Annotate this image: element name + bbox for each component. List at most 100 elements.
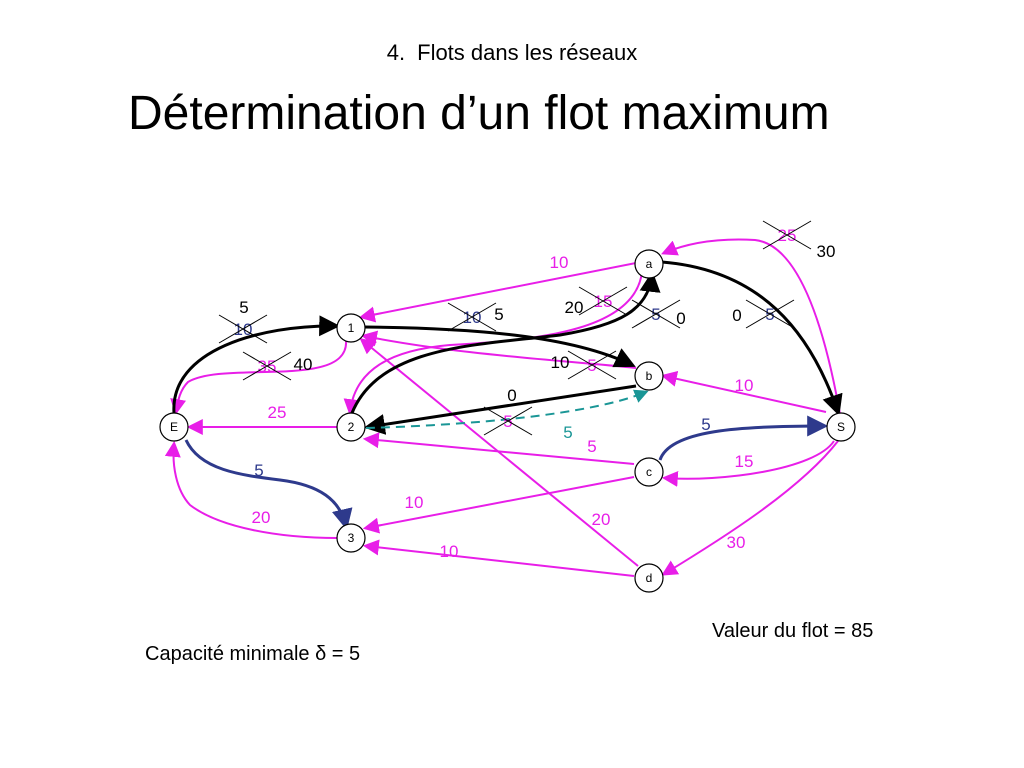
node-label: b [646, 369, 653, 383]
edge-label: 5 [563, 423, 572, 442]
edge-labels: 2530105101052015500535401051005255551551… [218, 220, 836, 561]
edge-label: 30 [727, 533, 746, 552]
cross-mark [578, 286, 628, 316]
delta-symbol: δ [315, 643, 327, 665]
node-circle [336, 412, 366, 442]
node-label: 1 [348, 321, 355, 335]
edge-1-to-E [170, 339, 348, 416]
edge-b-to-1 [360, 330, 637, 369]
cross-mark [631, 299, 681, 329]
node-label: c [646, 465, 652, 479]
slide-title: Détermination d’un flot maximum [128, 87, 830, 140]
edge-label: 5 [254, 461, 263, 480]
cross-mark [745, 299, 795, 329]
node-c: c [634, 457, 664, 487]
node-label: d [646, 571, 653, 585]
cross-line [745, 299, 795, 329]
node-circle [634, 249, 664, 279]
node-label: 2 [348, 420, 355, 434]
edge-label: 10 [735, 376, 754, 395]
edge-3-to-E [164, 440, 338, 539]
cross-line [631, 299, 681, 329]
edge-a-to-2 [343, 271, 643, 416]
edge-c-to-2 [362, 432, 635, 465]
edge-label: 5 [701, 415, 710, 434]
node-n3: 3 [336, 523, 366, 553]
flow-edges [172, 260, 843, 435]
edge-2-to-b-dashed [365, 389, 649, 429]
edge-c-to-3 [362, 476, 635, 534]
node-E: E [159, 412, 189, 442]
edge-label: 25 [268, 403, 287, 422]
edge-E-to-1 [172, 315, 341, 414]
edge-label: 10 [405, 493, 424, 512]
edge-S-to-c [661, 440, 835, 487]
cross-mark [483, 406, 533, 436]
edge-label: 20 [592, 510, 611, 529]
edge-label: 5 [587, 437, 596, 456]
edge-label: 5 [494, 305, 503, 324]
section-number: 4. [386, 40, 406, 65]
edge-label: 0 [732, 306, 741, 325]
edge-label: 20 [252, 508, 271, 527]
edge-d-to-3 [362, 539, 635, 577]
section-title: Flots dans les réseaux [417, 40, 638, 65]
network-nodes: a 1 bE 2 Sc 3 d [159, 249, 856, 593]
flow-value: Valeur du flot = 85 [712, 620, 874, 642]
cross-mark [218, 314, 268, 344]
section-heading: 4. Flots dans les réseaux [0, 40, 1024, 66]
edge-label: 30 [817, 242, 836, 261]
cross-line [447, 302, 497, 332]
node-circle [336, 523, 366, 553]
node-circle [634, 361, 664, 391]
edge-S-to-a [661, 238, 841, 415]
cross-mark [242, 351, 292, 381]
edge-1-to-b [363, 325, 636, 368]
node-circle [336, 313, 366, 343]
cross-mark [762, 220, 812, 250]
capacity-min-prefix: Capacité minimale [145, 643, 316, 665]
node-a: a [634, 249, 664, 279]
capacity-minimale: Capacité minimale δ = 5 [145, 643, 360, 666]
edge-label: 0 [676, 309, 685, 328]
node-circle [826, 412, 856, 442]
capacity-edges [164, 238, 841, 577]
cross-line [578, 286, 628, 316]
edge-label: 10 [440, 542, 459, 561]
cross-line [762, 220, 812, 250]
cross-mark [447, 302, 497, 332]
node-S: S [826, 412, 856, 442]
path-edges [184, 415, 829, 531]
node-n2: 2 [336, 412, 366, 442]
node-circle [634, 457, 664, 487]
edge-b-to-2 [363, 384, 637, 435]
edge-a-to-1 [358, 262, 637, 323]
edge-a-to-S [661, 260, 843, 416]
node-label: a [646, 257, 653, 271]
edge-label: 10 [551, 353, 570, 372]
node-label: S [837, 420, 845, 434]
edge-label: 20 [565, 298, 584, 317]
node-n1: 1 [336, 313, 366, 343]
node-circle [634, 563, 664, 593]
edge-c-to-S [658, 415, 829, 461]
edge-label: 40 [294, 355, 313, 374]
edge-label: 10 [550, 253, 569, 272]
node-label: 3 [348, 531, 355, 545]
capacity-min-suffix: = 5 [326, 643, 361, 665]
edge-label: 0 [507, 386, 516, 405]
edge-label: 15 [735, 452, 754, 471]
cross-line [242, 351, 292, 381]
edge-2-to-a [350, 270, 661, 414]
edge-S-to-b [660, 370, 827, 413]
edge-label: 5 [239, 298, 248, 317]
node-b: b [634, 361, 664, 391]
cross-line [567, 350, 617, 380]
cross-line [218, 314, 268, 344]
cross-mark [567, 350, 617, 380]
node-label: E [170, 420, 178, 434]
edge-S-to-d [661, 440, 839, 576]
cross-line [483, 406, 533, 436]
node-circle [159, 412, 189, 442]
